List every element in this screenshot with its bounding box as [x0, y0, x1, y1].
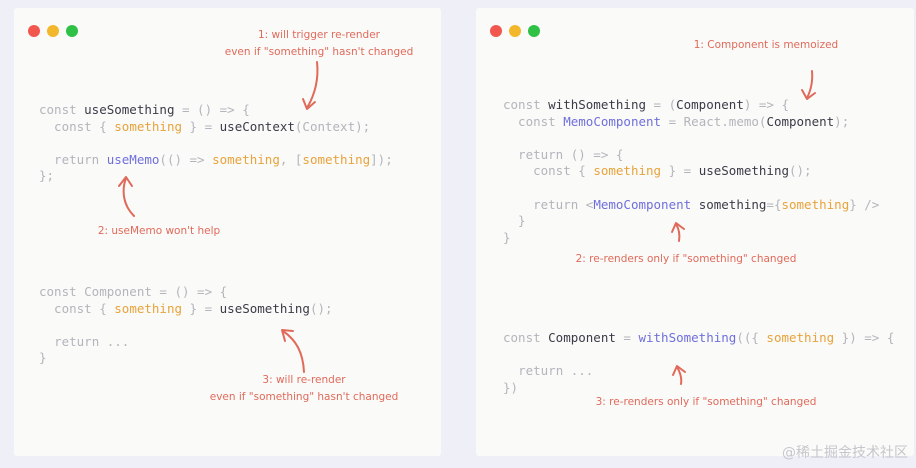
code-token: something — [781, 196, 850, 212]
annotation-line: 3: will re-render — [262, 374, 346, 386]
code-token: Component — [548, 330, 616, 345]
code-token: useSomething — [84, 102, 175, 117]
minimize-dot-icon — [509, 25, 521, 37]
window-controls — [28, 22, 85, 37]
arrow-icon — [282, 330, 305, 373]
code-token: something — [114, 300, 182, 316]
minimize-dot-icon — [47, 25, 59, 37]
code-token: return ... — [54, 333, 130, 349]
code-token: something — [698, 196, 767, 212]
annotation-line: 1: will trigger re-render — [257, 29, 380, 41]
maximize-dot-icon — [66, 25, 78, 37]
code-token: MemoComponent — [563, 113, 662, 129]
right-annotation-2: 2: re-renders only if "something" change… — [556, 251, 816, 268]
code-token: withSomething — [548, 97, 646, 112]
code-token: useMemo — [106, 151, 160, 167]
code-token: return ... — [518, 363, 594, 379]
right-code-block-1: const withSomething = (Component) => { c… — [503, 97, 880, 245]
code-token: Component — [676, 97, 744, 112]
annotation-line: even if "something" hasn't changed — [224, 46, 414, 58]
right-code-block-2: const Component = withSomething(({ somet… — [503, 330, 895, 395]
left-arrows — [118, 61, 319, 373]
code-token: useSomething — [698, 163, 789, 179]
code-token: something — [212, 151, 280, 167]
code-token: React.memo — [683, 113, 759, 129]
arrow-head-icon — [672, 365, 686, 376]
code-token: useSomething — [219, 300, 310, 316]
annotation-line: 1: Component is memoized — [693, 39, 839, 51]
left-annotation-1: 1: will trigger re-render even if "somet… — [209, 27, 429, 61]
code-token: useContext — [219, 118, 295, 134]
arrow-icon — [122, 177, 135, 217]
arrow-icon — [676, 366, 683, 385]
right-annotation-3: 3: re-renders only if "something" change… — [576, 394, 836, 411]
left-annotation-2: 2: useMemo won't help — [74, 223, 244, 240]
watermark: @稀土掘金技术社区 — [782, 445, 908, 461]
left-code-block-2: const Component = () => { const { someth… — [39, 284, 333, 366]
code-token: withSomething — [638, 330, 737, 345]
arrow-icon — [306, 61, 319, 109]
annotation-line: even if "something" hasn't changed — [209, 391, 399, 403]
arrow-head-icon — [281, 329, 294, 342]
code-token: MemoComponent — [593, 196, 692, 212]
right-arrows — [671, 70, 816, 385]
arrow-head-icon — [671, 222, 685, 233]
arrow-icon — [675, 223, 681, 242]
code-token: Component — [766, 113, 835, 129]
maximize-dot-icon — [528, 25, 540, 37]
arrow-head-icon — [801, 89, 816, 100]
code-token: something — [114, 118, 182, 134]
annotation-line: 2: useMemo won't help — [97, 225, 221, 237]
code-token: something — [593, 163, 662, 179]
annotation-line: 3: re-renders only if "something" change… — [595, 396, 817, 408]
right-annotation-1: 1: Component is memoized — [676, 37, 856, 54]
code-token: something — [766, 330, 835, 345]
right-code-panel: const withSomething = (Component) => { c… — [476, 8, 914, 456]
arrow-head-icon — [302, 98, 316, 110]
arrow-icon — [806, 70, 814, 99]
close-dot-icon — [490, 25, 502, 37]
annotation-line: 2: re-renders only if "something" change… — [575, 253, 797, 265]
code-token: something — [302, 151, 371, 167]
close-dot-icon — [28, 25, 40, 37]
left-code-panel: const useSomething = () => { const { som… — [14, 8, 441, 456]
left-code-block-1: const useSomething = () => { const { som… — [39, 102, 393, 184]
arrow-head-icon — [118, 176, 133, 187]
code-token: const Component = () => { — [39, 284, 228, 299]
code-token: (Context); — [294, 118, 371, 134]
left-annotation-3: 3: will re-render even if "something" ha… — [194, 372, 414, 406]
window-controls — [490, 22, 547, 37]
